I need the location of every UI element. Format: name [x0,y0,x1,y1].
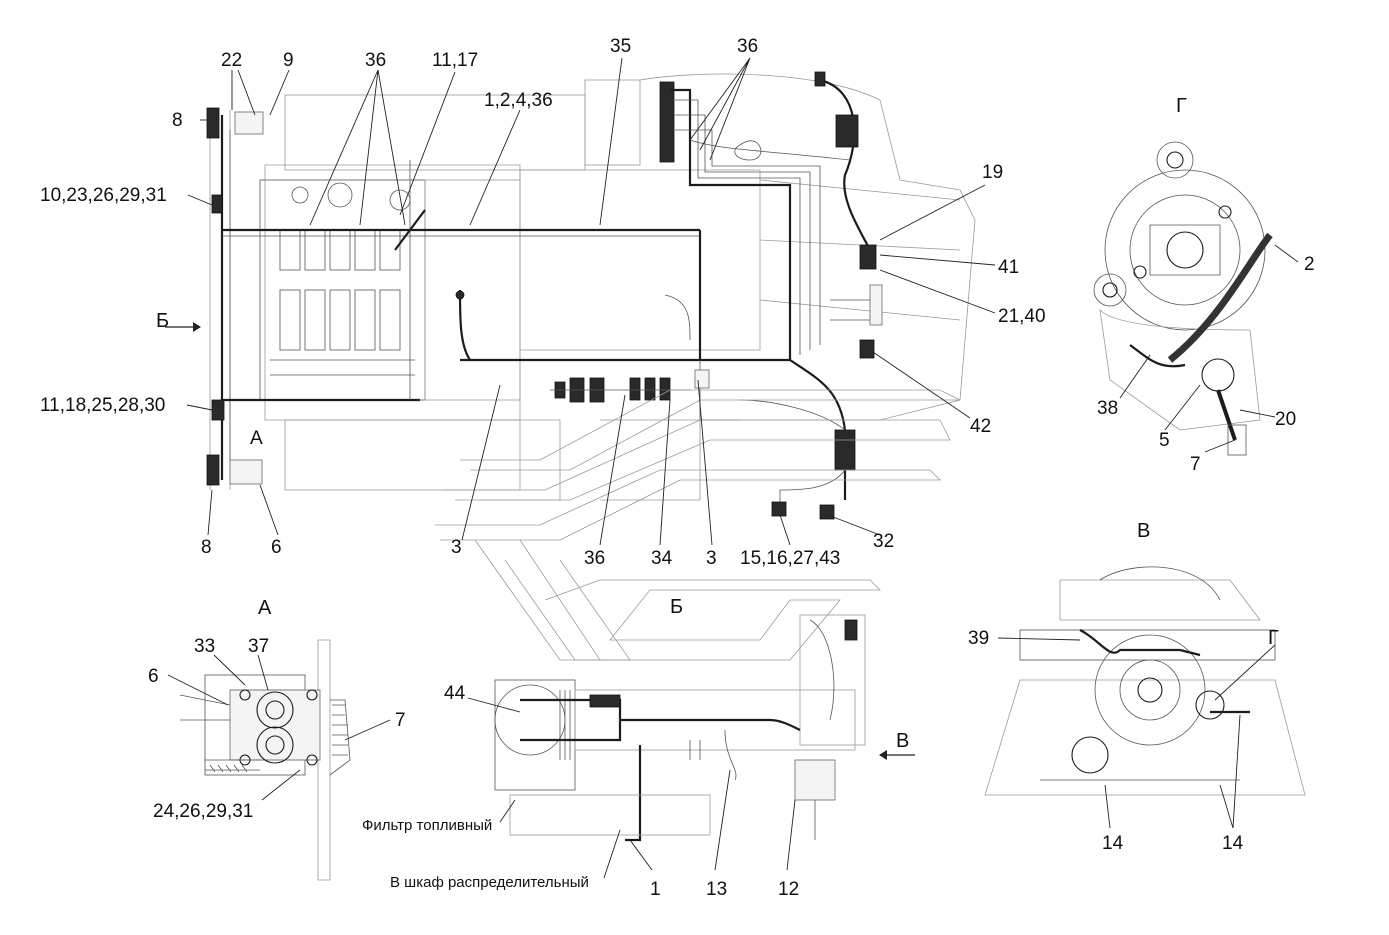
note-fuel-filter: Фильтр топливный [362,817,492,834]
callout-6-main: 6 [271,537,282,558]
callout-15-16: 15,16,27,43 [740,548,840,569]
callout-22: 22 [221,50,242,71]
callout-7-G: 7 [1190,454,1201,475]
view-A-detail [167,639,391,881]
callout-5: 5 [1159,430,1170,451]
callout-A-main: A [250,428,263,449]
callout-37: 37 [248,636,269,657]
arrow-label-B-left: Б [156,310,169,332]
callout-3-right: 3 [706,548,717,569]
callout-20: 20 [1275,409,1296,430]
callout-7-A: 7 [395,710,406,731]
callout-1-2-4-36: 1,2,4,36 [484,90,553,111]
relay-block [550,377,690,403]
leaders-main [186,57,996,546]
callout-19: 19 [982,162,1003,183]
callout-11-17: 11,17 [432,50,478,71]
callout-24-26: 24,26,29,31 [153,801,253,822]
callout-32: 32 [873,531,894,552]
callouts: 22 9 36 11,17 35 36 1,2,4,36 8 10,23,26,… [40,36,1315,900]
side-view [467,614,915,879]
callout-6-A: 6 [148,666,159,687]
note-distribution-cabinet: В шкаф распределительный [390,874,589,891]
callout-14-right: 14 [1222,833,1244,854]
callout-42: 42 [970,416,991,437]
callout-13: 13 [706,879,727,900]
callout-21-40: 21,40 [998,306,1046,327]
callout-38: 38 [1097,398,1118,419]
callout-33: 33 [194,636,215,657]
callout-12: 12 [778,879,799,900]
main-top-view [165,57,996,661]
callout-11-18: 11,18,25,28,30 [40,395,165,416]
callout-36-right: 36 [737,36,758,57]
callout-3-left: 3 [451,537,462,558]
hatch-guides [435,389,961,661]
callout-44: 44 [444,683,466,704]
callout-36-bottom: 36 [584,548,605,569]
view-title-G: Г [1176,95,1187,117]
arrow-label-B-center: Б [670,596,683,618]
callout-2-G: 2 [1304,254,1315,275]
view-arrow-B-left [165,322,201,332]
view-G-detail [1093,141,1299,456]
callout-9: 9 [283,50,294,71]
arrow-label-V: В [896,730,909,752]
callout-41: 41 [998,257,1019,278]
callout-8-top: 8 [172,110,183,131]
callout-10-23: 10,23,26,29,31 [40,185,167,206]
view-title-V: В [1137,520,1150,542]
callout-8-bottom: 8 [201,537,212,558]
view-V-detail [984,566,1306,829]
callout-G-in-V: Г [1268,627,1279,649]
callout-1-side: 1 [650,879,661,900]
view-title-A: А [258,597,272,619]
callout-36-top: 36 [365,50,386,71]
callout-39: 39 [968,628,989,649]
callout-14-left: 14 [1102,833,1124,854]
callout-34: 34 [651,548,673,569]
callout-35: 35 [610,36,631,57]
